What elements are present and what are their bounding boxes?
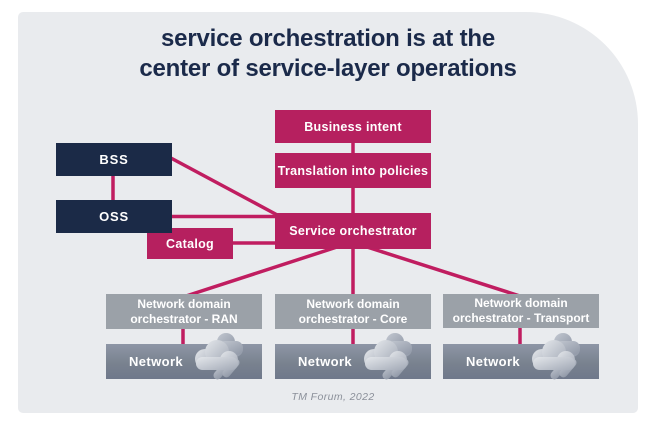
ndo-transport-label: Network domain orchestrator - Transport [452,296,590,325]
network-ran-label: Network [128,354,184,369]
business-intent-box: Business intent [275,110,431,143]
page-title-line2: center of service-layer operations [139,55,517,82]
service-orchestrator-box: Service orchestrator [275,213,431,249]
network-box-core: Network [275,333,431,380]
oss-box: OSS [56,200,172,233]
translation-label: Translation into policies [277,163,429,178]
cloud-icon [532,333,580,380]
network-transport-label: Network [465,354,521,369]
translation-into-policies-box: Translation into policies [275,153,431,188]
ndo-core-label: Network domain orchestrator - Core [298,296,408,326]
network-core-label: Network [297,354,353,369]
oss-label: OSS [99,209,129,224]
cloud-icon [364,333,412,380]
network-domain-orchestrator-core-box: Network domain orchestrator - Core [275,294,431,329]
network-box-ran: Network [106,333,262,380]
catalog-box: Catalog [147,228,233,259]
network-domain-orchestrator-ran-box: Network domain orchestrator - RAN [106,294,262,329]
network-box-transport: Network [443,333,599,380]
service-orchestrator-label: Service orchestrator [289,224,417,238]
bss-label: BSS [99,152,129,167]
page-title-line1: service orchestration is at the [161,25,495,52]
bss-box: BSS [56,143,172,176]
network-domain-orchestrator-transport-box: Network domain orchestrator - Transport [443,294,599,328]
catalog-label: Catalog [166,236,214,251]
page-title: service orchestration is at the center o… [18,24,638,84]
ndo-ran-label: Network domain orchestrator - RAN [130,296,238,326]
cloud-icon [195,333,243,380]
source-caption: TM Forum, 2022 [291,391,375,403]
business-intent-label: Business intent [304,119,402,134]
